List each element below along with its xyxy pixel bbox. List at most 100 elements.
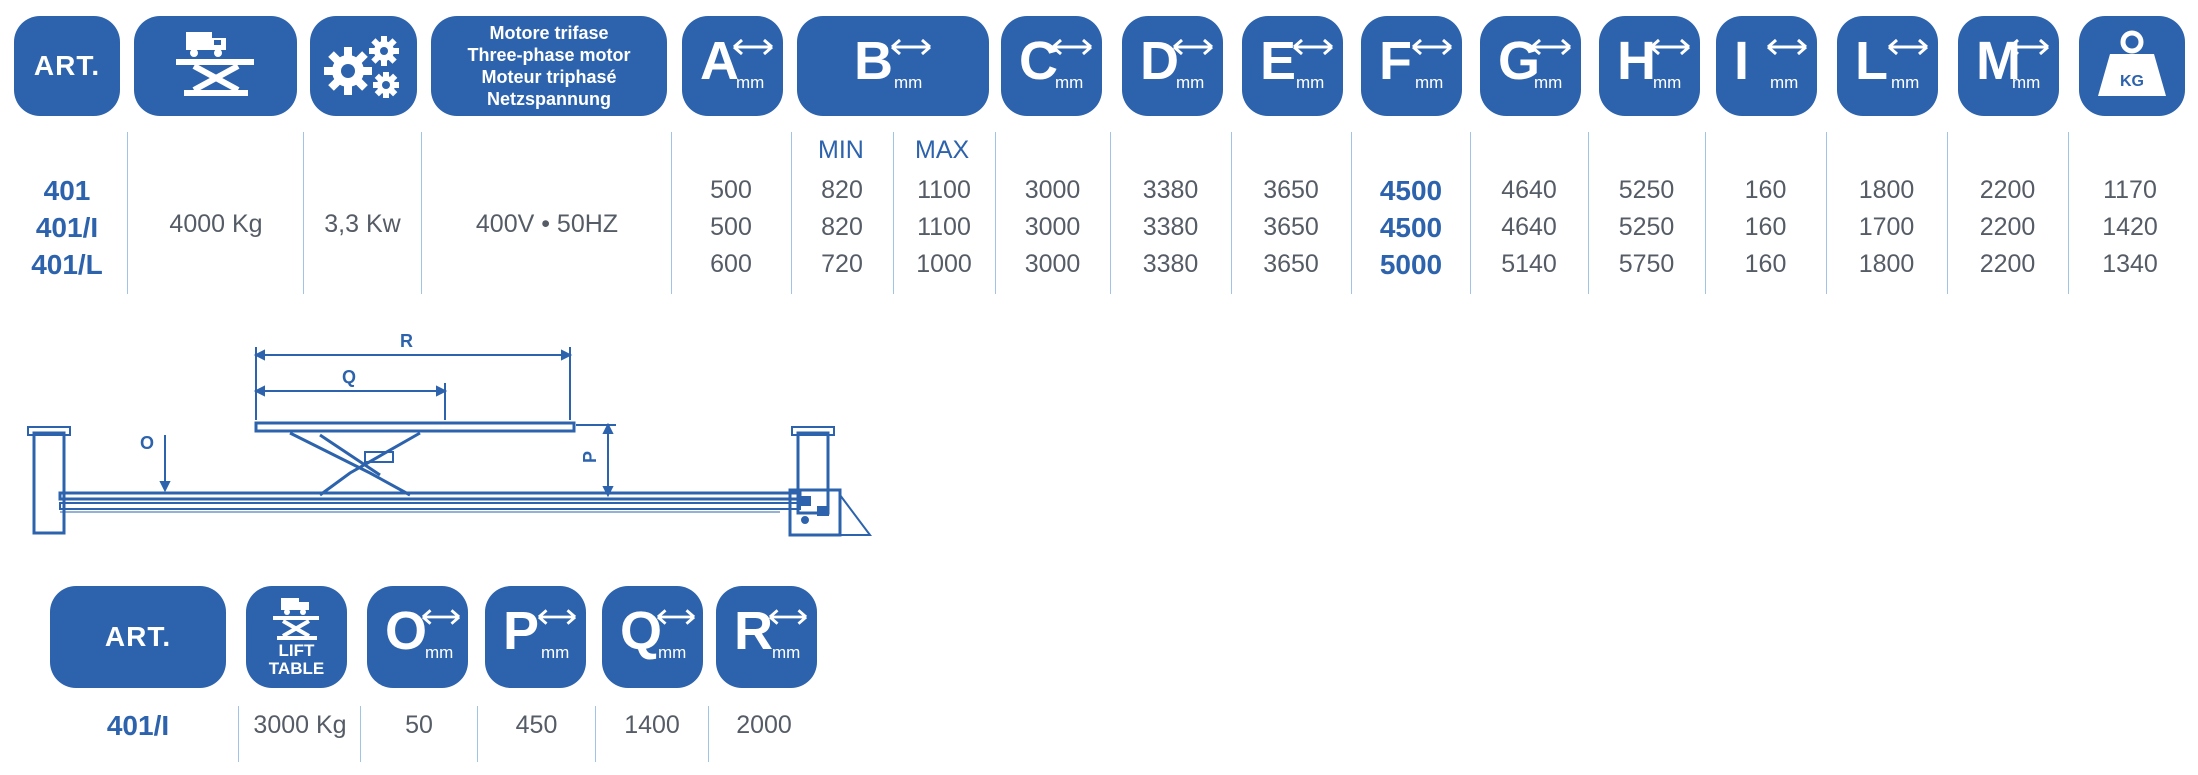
header-dim-d: D mm [1122, 16, 1223, 116]
dim-letter: D [1140, 31, 1179, 91]
cell-value: 1100 [917, 213, 971, 241]
cell-value: 160 [1744, 213, 1787, 241]
bottom-art-value: 401/I [106, 710, 170, 741]
divider [893, 132, 894, 294]
cell-value: 1170 [2103, 176, 2157, 204]
divider [421, 132, 422, 294]
cell-value: 3000 [1024, 250, 1081, 278]
divider [303, 132, 304, 294]
divider [671, 132, 672, 294]
divider [360, 706, 361, 762]
header-dim-i: I mm [1716, 16, 1817, 116]
double-arrow-icon [1767, 38, 1807, 56]
unit-label: mm [1055, 73, 1084, 92]
cell-value: 5750 [1618, 250, 1675, 278]
dim-letter: R [734, 601, 773, 661]
header-dim-m: M mm [1958, 16, 2059, 116]
double-arrow-icon [656, 609, 696, 625]
cell-value: 1340 [2102, 250, 2158, 278]
power-value: 3,3 Kw [324, 210, 401, 238]
bottom-header-dim-r: R mm [716, 586, 817, 688]
divider [1231, 132, 1232, 294]
dim-letter: Q [620, 601, 663, 661]
cell-value: 500 [710, 213, 752, 241]
cell-value: 4640 [1501, 213, 1557, 241]
divider [127, 132, 128, 294]
header-dim-g: G mm [1480, 16, 1581, 116]
cell-value: 4500 [1379, 212, 1443, 243]
cell-value: 5250 [1618, 213, 1675, 241]
cell-value: 3000 [1024, 176, 1081, 204]
dim-letter: O [385, 601, 428, 661]
cell-value: 5250 [1618, 176, 1675, 204]
divider [595, 706, 596, 762]
bottom-r-value: 2000 [736, 711, 792, 739]
header-dim-h: H mm [1599, 16, 1700, 116]
double-arrow-icon [1173, 38, 1213, 56]
bottom-header-dim-q: Q mm [602, 586, 703, 688]
double-arrow-icon [2009, 38, 2049, 56]
divider [238, 706, 239, 762]
cell-value: 4640 [1501, 176, 1557, 204]
header-art: ART. [14, 16, 120, 116]
header-lift-capacity [134, 16, 297, 116]
cell-value: 4500 [1379, 175, 1443, 206]
cell-value: 2200 [1979, 176, 2036, 204]
cell-value: 3650 [1263, 250, 1319, 278]
double-arrow-icon [733, 38, 773, 56]
double-arrow-icon [1293, 38, 1333, 56]
weight-icon-text: KG [2120, 73, 2144, 90]
unit-label: mm [736, 73, 765, 92]
unit-label: mm [1415, 73, 1444, 92]
double-arrow-icon [891, 38, 931, 56]
art-column: 401 401/I 401/L [14, 172, 120, 283]
divider [1110, 132, 1111, 294]
dim-letter: L [1855, 31, 1888, 91]
unit-label: mm [772, 643, 801, 662]
header-dim-a: A mm [682, 16, 783, 116]
divider [1947, 132, 1948, 294]
bottom-header-lift-table: LIFT TABLE [246, 586, 347, 688]
cell-value: 3380 [1142, 250, 1199, 278]
header-dim-l: L mm [1837, 16, 1938, 116]
cell-value: 5140 [1501, 250, 1557, 278]
header-dim-f: F mm [1361, 16, 1462, 116]
unit-label: mm [541, 643, 570, 662]
dim-label-p: P [580, 451, 600, 463]
bottom-header-dim-o: O mm [367, 586, 468, 688]
lift-table-line-1: LIFT [278, 641, 315, 660]
cell-value: 3650 [1263, 176, 1319, 204]
cell-value: 1800 [1858, 176, 1915, 204]
divider [1588, 132, 1589, 294]
dim-letter: E [1260, 31, 1297, 91]
unit-label: mm [1891, 73, 1920, 92]
voltage-value: 400V • 50HZ [475, 210, 619, 238]
cell-value: 600 [710, 250, 752, 278]
unit-label: mm [1534, 73, 1563, 92]
header-motor: Motore trifase Three-phase motor Moteur … [431, 16, 667, 116]
double-arrow-icon [1412, 38, 1452, 56]
col-a: 500 500 600 [672, 172, 790, 283]
dim-label-r: R [400, 331, 413, 351]
dim-letter: I [1734, 31, 1750, 91]
dim-label-q: Q [342, 367, 356, 387]
col-e: 3650 3650 3650 [1232, 172, 1350, 283]
cell-value: 3650 [1263, 213, 1319, 241]
cell-value: 720 [821, 250, 863, 278]
motor-line-fr: Moteur triphasé [481, 67, 617, 87]
unit-label: mm [658, 643, 687, 662]
cell-value: 1800 [1858, 250, 1915, 278]
gears-icon [323, 36, 399, 98]
unit-label: mm [1653, 73, 1682, 92]
lift-diagram: R Q O P [27, 331, 872, 537]
double-arrow-icon [1052, 38, 1092, 56]
cell-value: 500 [710, 176, 752, 204]
double-arrow-icon [768, 609, 808, 625]
